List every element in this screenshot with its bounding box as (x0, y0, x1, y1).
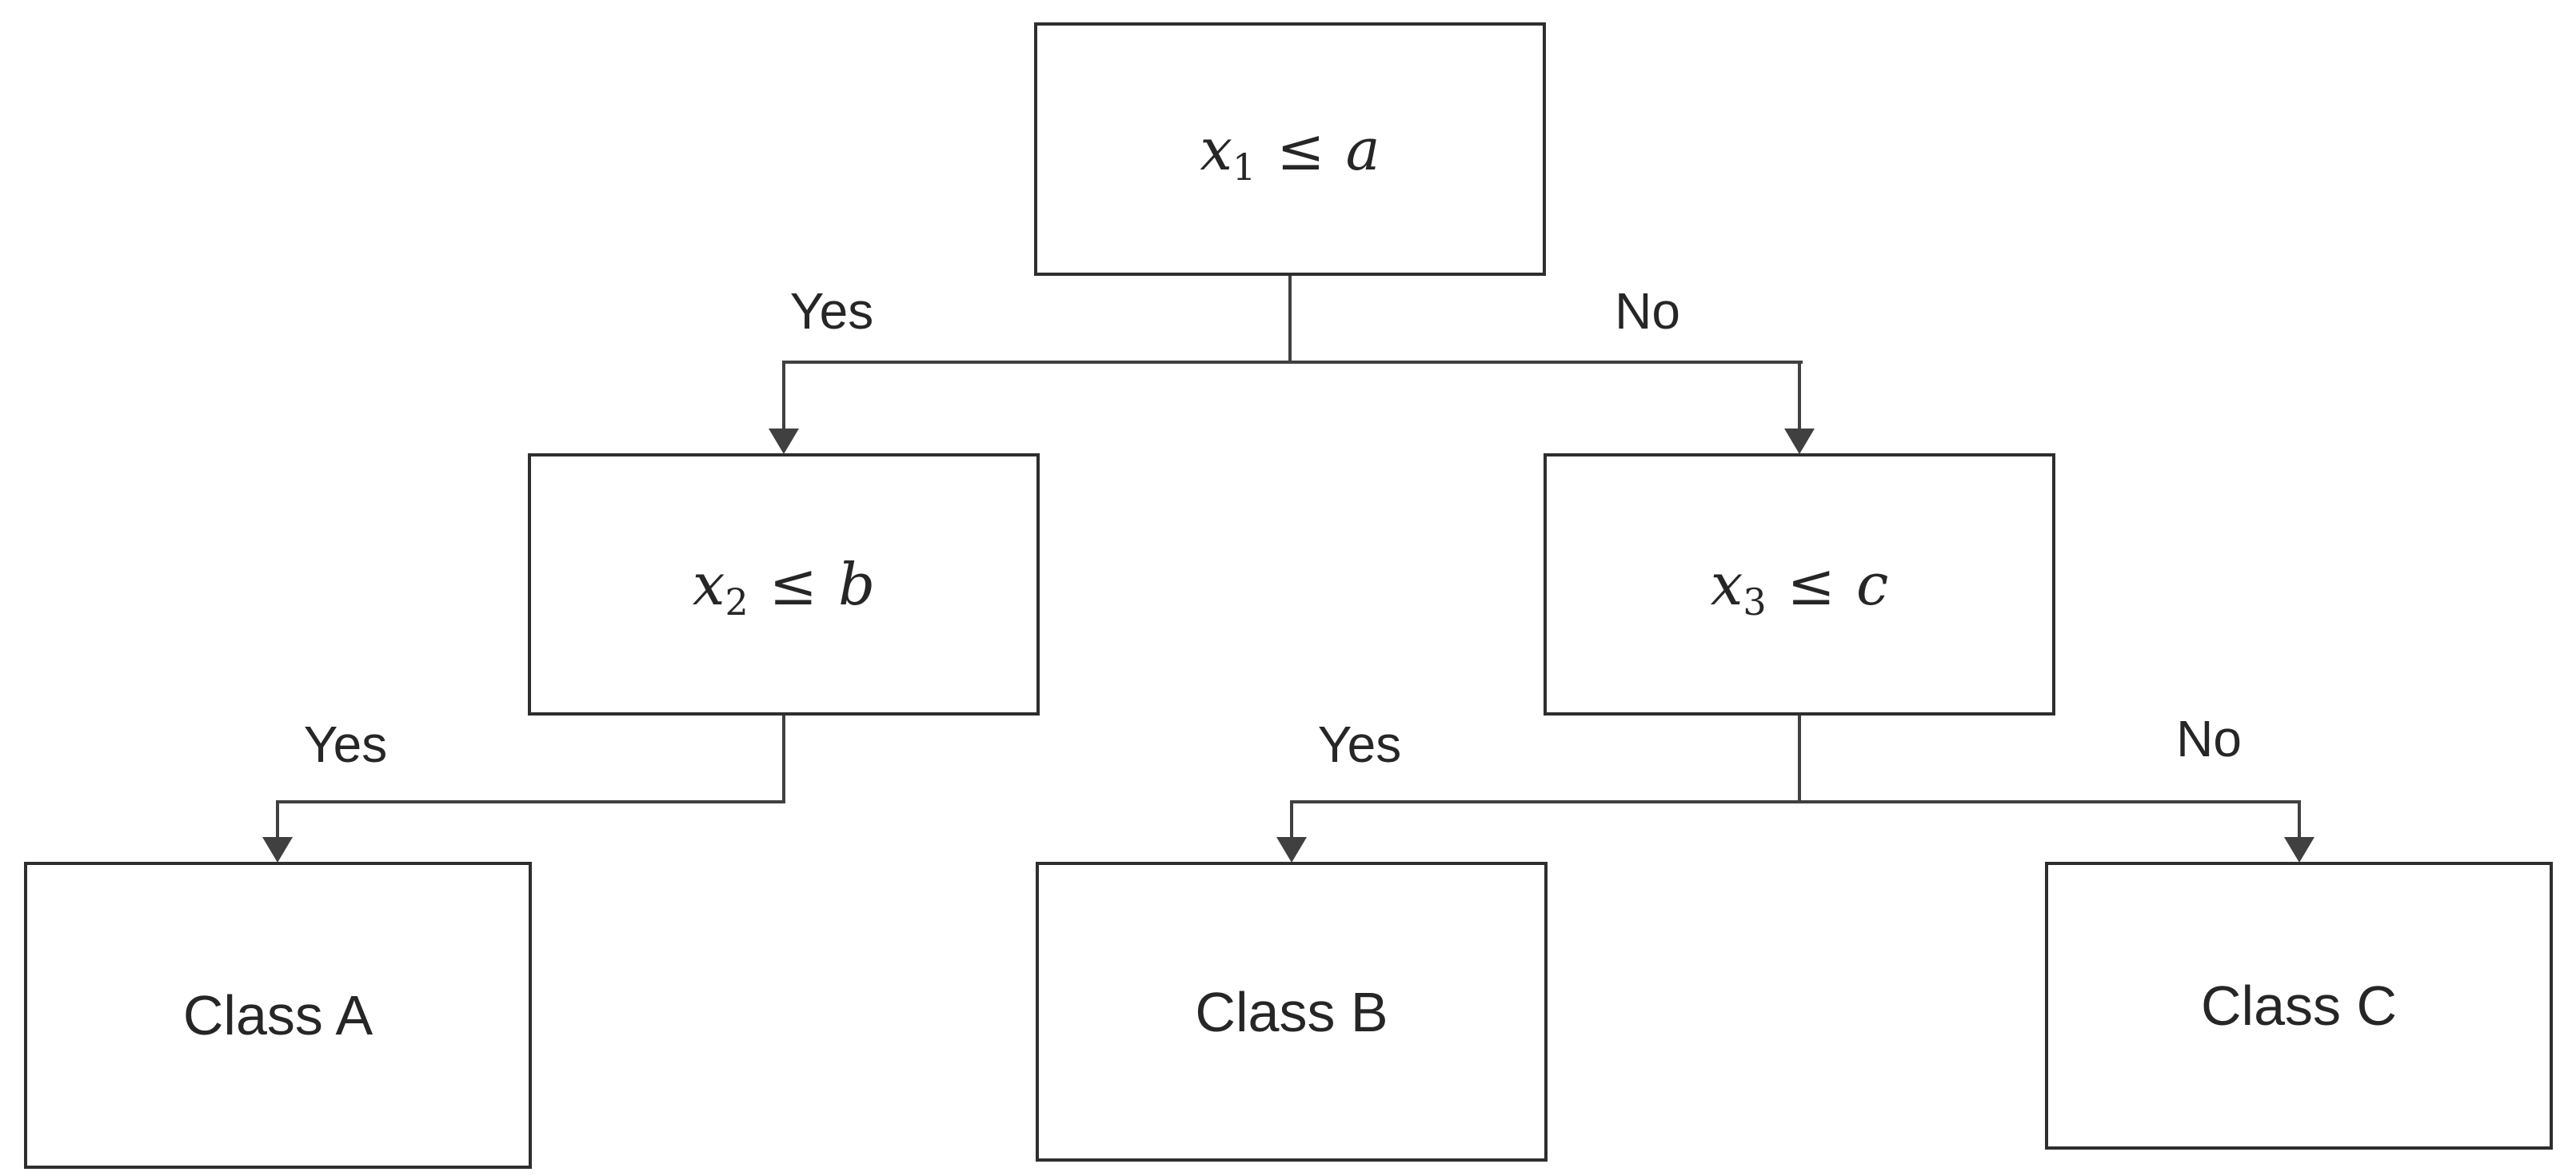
connector-level2-left-horizontal (276, 800, 785, 803)
decision-node-x3-condition: x3≤c (1710, 551, 1889, 620)
decision-node-x2-condition: x2≤b (692, 551, 876, 620)
threshold-symbol: b (838, 551, 876, 618)
edge-label-x3-no: No (2176, 710, 2242, 767)
operator-symbol: ≤ (1276, 115, 1325, 183)
arrow-down-icon (1276, 837, 1307, 863)
threshold-symbol: c (1855, 551, 1889, 618)
connector-level1-horizontal (782, 361, 1803, 364)
arrow-down-icon (1784, 429, 1815, 454)
leaf-node-class-b: Class B (1036, 862, 1548, 1162)
decision-node-x2: x2 ≤ b (528, 453, 1040, 716)
arrow-down-icon (2284, 837, 2314, 863)
variable-symbol: x (692, 551, 725, 618)
arrow-down-icon (262, 837, 293, 863)
connector-classA-drop (276, 800, 279, 842)
connector-level2-right-horizontal (1290, 800, 2301, 803)
edge-label-root-yes: Yes (789, 282, 874, 340)
connector-classB-drop (1290, 800, 1293, 842)
leaf-node-class-b-label: Class B (1195, 980, 1388, 1043)
threshold-symbol: a (1345, 115, 1380, 183)
connector-level1-right-drop (1798, 361, 1801, 433)
leaf-node-class-c: Class C (2045, 862, 2553, 1150)
connector-x2-stem (782, 714, 785, 803)
variable-subscript: 2 (725, 580, 749, 624)
variable-subscript: 1 (1232, 145, 1256, 189)
edge-label-x2-yes: Yes (303, 716, 388, 773)
connector-level1-left-drop (782, 361, 785, 433)
operator-symbol: ≤ (1787, 551, 1835, 618)
edge-label-x3-yes: Yes (1317, 716, 1402, 773)
variable-symbol: x (1710, 551, 1743, 618)
connector-root-stem (1288, 274, 1292, 362)
leaf-node-class-a-label: Class A (182, 984, 373, 1046)
variable-subscript: 3 (1743, 580, 1767, 624)
connector-classC-drop (2298, 800, 2301, 842)
operator-symbol: ≤ (769, 551, 818, 618)
leaf-node-class-c-label: Class C (2200, 975, 2398, 1037)
leaf-node-class-a: Class A (24, 862, 532, 1169)
decision-node-x1-condition: x1≤a (1200, 115, 1380, 185)
connector-x3-stem (1798, 714, 1801, 803)
arrow-down-icon (769, 429, 799, 454)
decision-node-x3: x3 ≤ c (1544, 453, 2055, 716)
decision-node-x1: x1 ≤ a (1034, 22, 1546, 276)
variable-symbol: x (1200, 115, 1233, 183)
edge-label-root-no: No (1615, 282, 1680, 340)
